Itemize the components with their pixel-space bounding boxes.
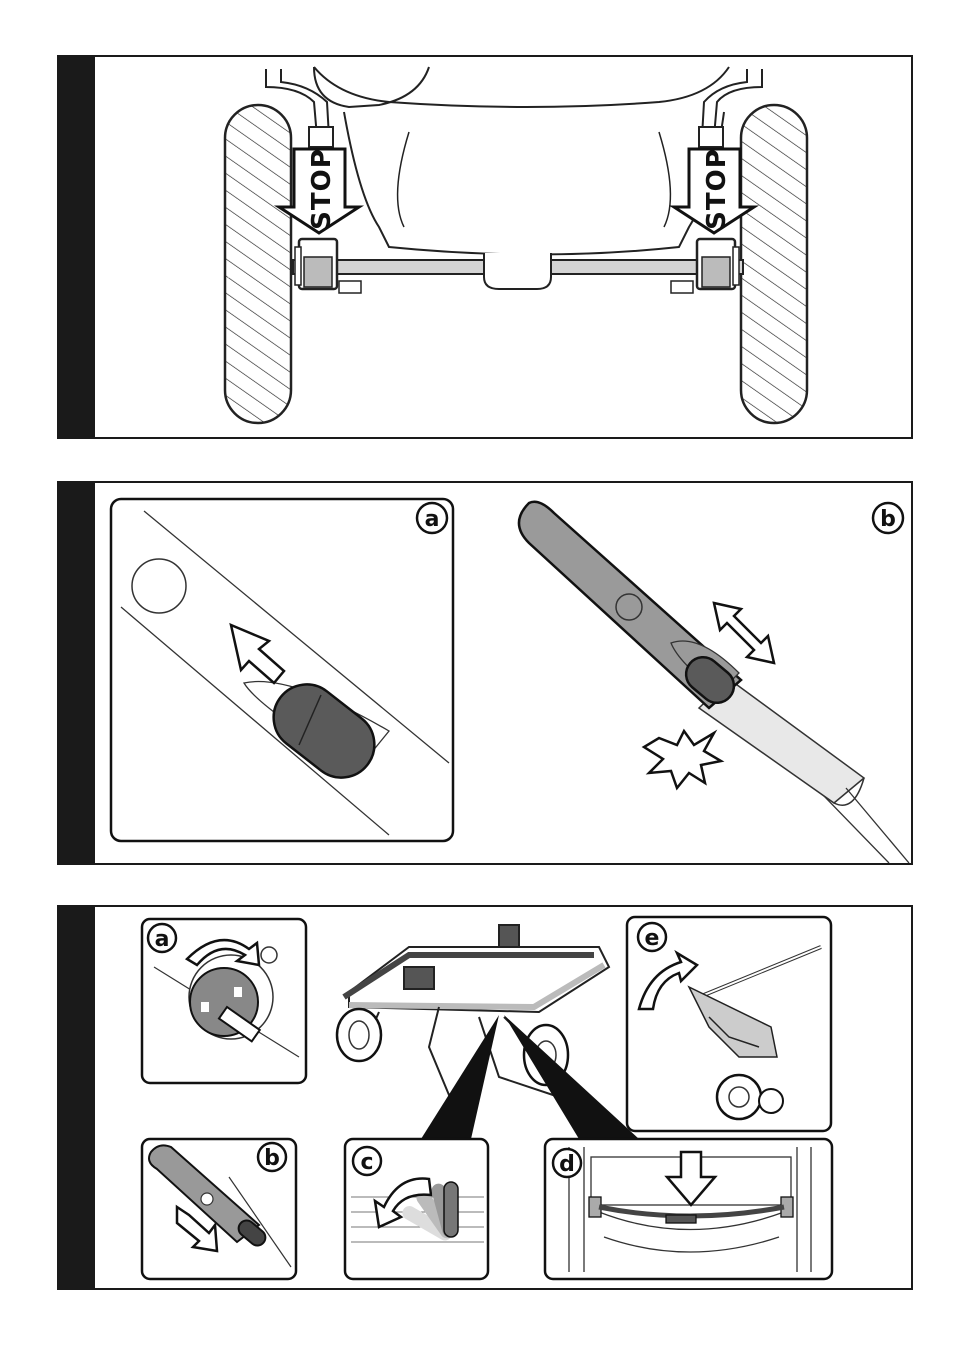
step-b-label: b <box>880 507 896 532</box>
step-b-detail <box>519 502 909 863</box>
step-d-label: d <box>559 1152 575 1177</box>
left-wheel <box>225 105 291 423</box>
fold-illustration: a b c <box>59 907 913 1290</box>
brake-illustration: STOP STOP <box>59 57 913 439</box>
step-b-label: b <box>264 1146 280 1171</box>
step-e-label: e <box>645 926 660 951</box>
right-wheel <box>741 105 807 423</box>
panel-fold-stroller: a b c <box>57 905 913 1290</box>
step-c-label: c <box>360 1150 373 1175</box>
panel-brake-stop: STOP STOP <box>57 55 913 439</box>
step-a-label: a <box>155 927 170 952</box>
stop-label-left: STOP <box>307 148 337 230</box>
stop-label-right: STOP <box>702 148 732 230</box>
handle-illustration: a b <box>59 483 913 865</box>
pointer-beam-d <box>504 1015 639 1139</box>
panel-handle-release: a b <box>57 481 913 865</box>
click-burst-icon <box>644 731 721 788</box>
right-brake-pedal <box>697 239 739 289</box>
left-brake-pedal <box>295 239 337 289</box>
bidirectional-arrow-icon <box>714 603 774 663</box>
step-a-label: a <box>425 507 440 532</box>
fold-wheel <box>717 1075 761 1119</box>
front-wheel-left <box>337 1009 381 1061</box>
